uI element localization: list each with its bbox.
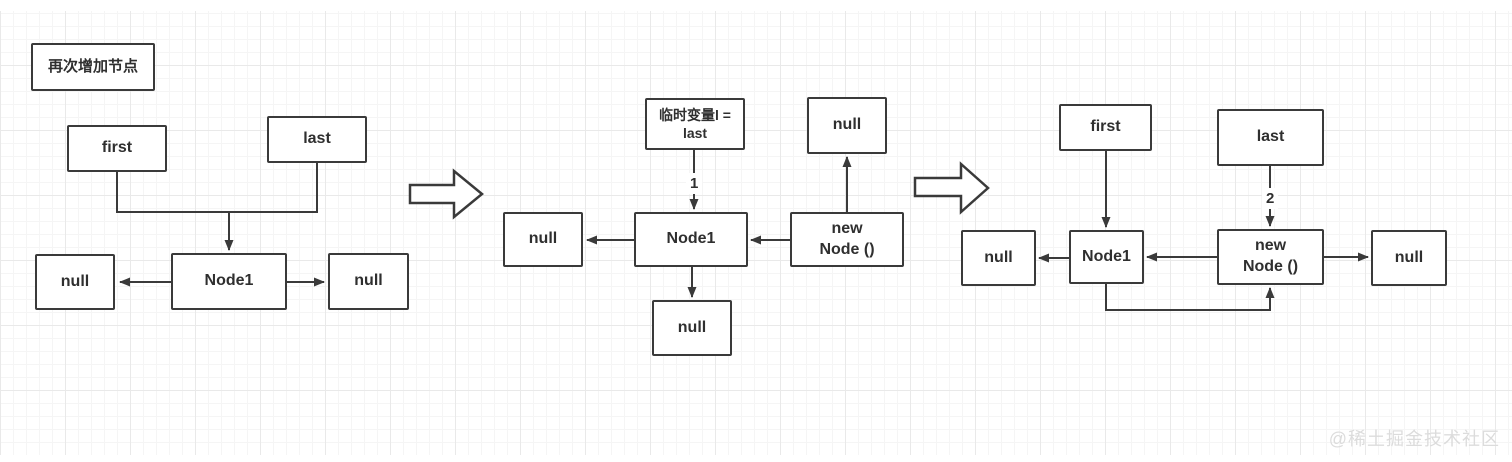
edge-node1-next-to-newnode-s3	[1105, 284, 1275, 311]
step1-node1-box: Node1	[171, 253, 287, 310]
step2-tempvar-box: 临时变量l = last	[645, 98, 745, 150]
step1-null-right-box: null	[328, 253, 409, 310]
step2-null-top-box: null	[807, 97, 887, 154]
step1-first-box: first	[67, 125, 167, 172]
step2-null-left-box: null	[503, 212, 583, 267]
step3-first-label: first	[1090, 118, 1121, 136]
step2-node1-label: Node1	[666, 230, 716, 248]
step2-null-bottom-box: null	[652, 300, 732, 356]
step3-last-box: last	[1217, 109, 1324, 166]
step1-null-left-box: null	[35, 254, 115, 310]
step1-null-right-label: null	[354, 272, 383, 290]
step2-tempvar-line2: last	[682, 125, 708, 141]
step3-last-label: last	[1256, 128, 1285, 146]
step2-tempvar-line1: 临时变量l =	[659, 106, 731, 123]
step2-null-top-label: null	[832, 116, 862, 134]
edge-first-last-merge	[116, 163, 318, 213]
step3-order-label: 2	[1262, 188, 1279, 209]
step1-null-left-label: null	[60, 272, 90, 290]
step3-null-left-box: null	[961, 230, 1036, 286]
step3-node1-box: Node1	[1069, 230, 1144, 284]
step2-null-bottom-label: null	[677, 318, 707, 336]
step2-newnode-box: new Node ()	[790, 212, 904, 267]
step2-newnode-line1: new	[831, 219, 863, 237]
page-margin-top	[0, 0, 1512, 11]
step1-first-label: first	[101, 139, 133, 157]
step2-order-label: 1	[686, 173, 703, 194]
step3-newnode-line1: new	[1254, 237, 1287, 255]
watermark: @稀土掘金技术社区	[1328, 429, 1500, 449]
flow-arrow-step2-step3-icon	[913, 161, 990, 215]
page-margin-bottom	[0, 455, 1512, 462]
step1-last-box: last	[267, 116, 367, 163]
flow-arrow-step1-step2-icon	[408, 168, 484, 220]
diagram-title-box: 再次增加节点	[31, 43, 155, 91]
step3-first-box: first	[1059, 104, 1152, 151]
step3-null-right-box: null	[1371, 230, 1447, 286]
step1-last-label: last	[303, 130, 331, 148]
step1-node1-label: Node1	[204, 272, 254, 290]
step3-null-left-label: null	[984, 248, 1013, 266]
step3-node1-label: Node1	[1082, 247, 1131, 265]
step3-newnode-box: new Node ()	[1217, 229, 1324, 285]
step2-node1-box: Node1	[634, 212, 748, 267]
step3-newnode-line2: Node ()	[1242, 258, 1299, 275]
step3-null-right-label: null	[1394, 248, 1424, 266]
step2-newnode-line2: Node ()	[819, 240, 875, 258]
diagram-title: 再次增加节点	[47, 58, 138, 76]
step2-null-left-label: null	[528, 230, 558, 248]
